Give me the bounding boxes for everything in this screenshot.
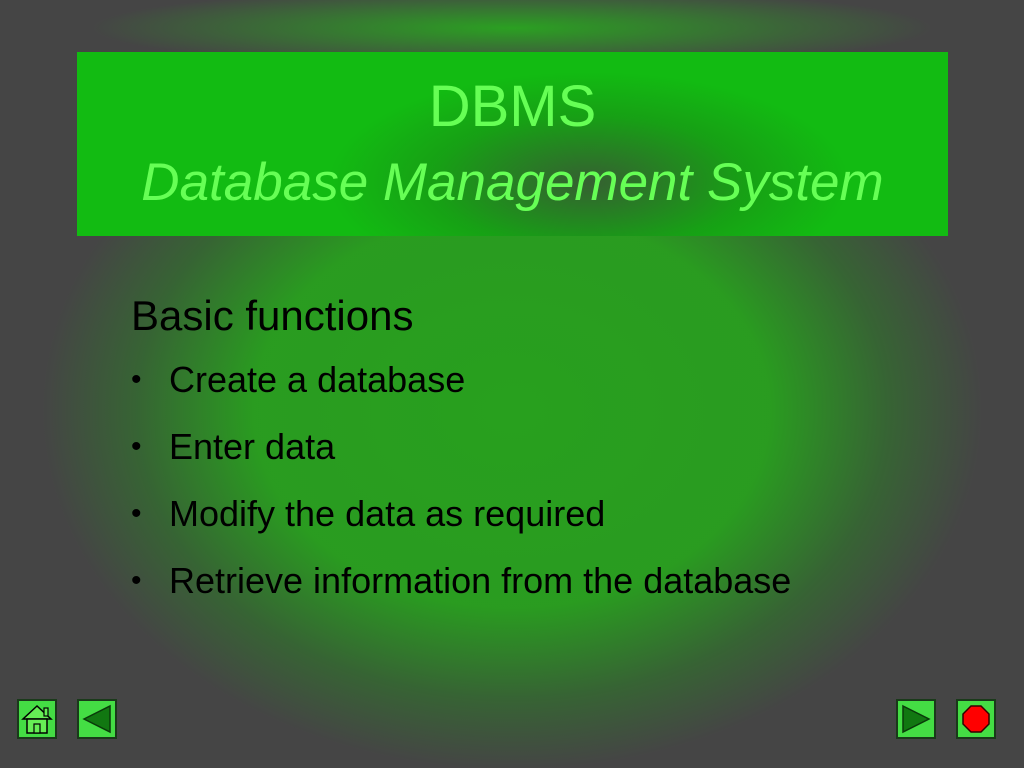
bullet-icon: • — [131, 430, 142, 463]
bullet-icon: • — [131, 497, 142, 530]
bullet-item: • Create a database — [131, 358, 951, 402]
bullet-text: Enter data — [169, 426, 336, 467]
bullet-icon: • — [131, 363, 142, 396]
triangle-left-icon — [82, 704, 111, 734]
slide-subtitle: Database Management System — [141, 153, 884, 212]
triangle-right-icon — [902, 704, 931, 734]
bullet-icon: • — [131, 564, 142, 597]
next-slide-button[interactable] — [896, 699, 936, 739]
octagon-stop-icon — [962, 705, 990, 733]
end-show-button[interactable] — [956, 699, 996, 739]
bullet-item: • Enter data — [131, 425, 951, 469]
bullet-text: Modify the data as required — [169, 493, 606, 534]
title-box: DBMS Database Management System — [77, 52, 948, 236]
content-heading: Basic functions — [131, 292, 414, 339]
previous-slide-button[interactable] — [77, 699, 117, 739]
home-button[interactable] — [17, 699, 57, 739]
slide-content: Basic functions • Create a database • En… — [131, 290, 951, 626]
bullet-item: • Modify the data as required — [131, 492, 951, 536]
slide-title: DBMS — [428, 74, 597, 139]
bullet-list: • Create a database • Enter data • Modif… — [131, 358, 951, 603]
bullet-text: Retrieve information from the database — [169, 560, 792, 601]
home-icon — [21, 704, 53, 734]
bullet-item: • Retrieve information from the database — [131, 559, 951, 603]
bullet-text: Create a database — [169, 359, 466, 400]
